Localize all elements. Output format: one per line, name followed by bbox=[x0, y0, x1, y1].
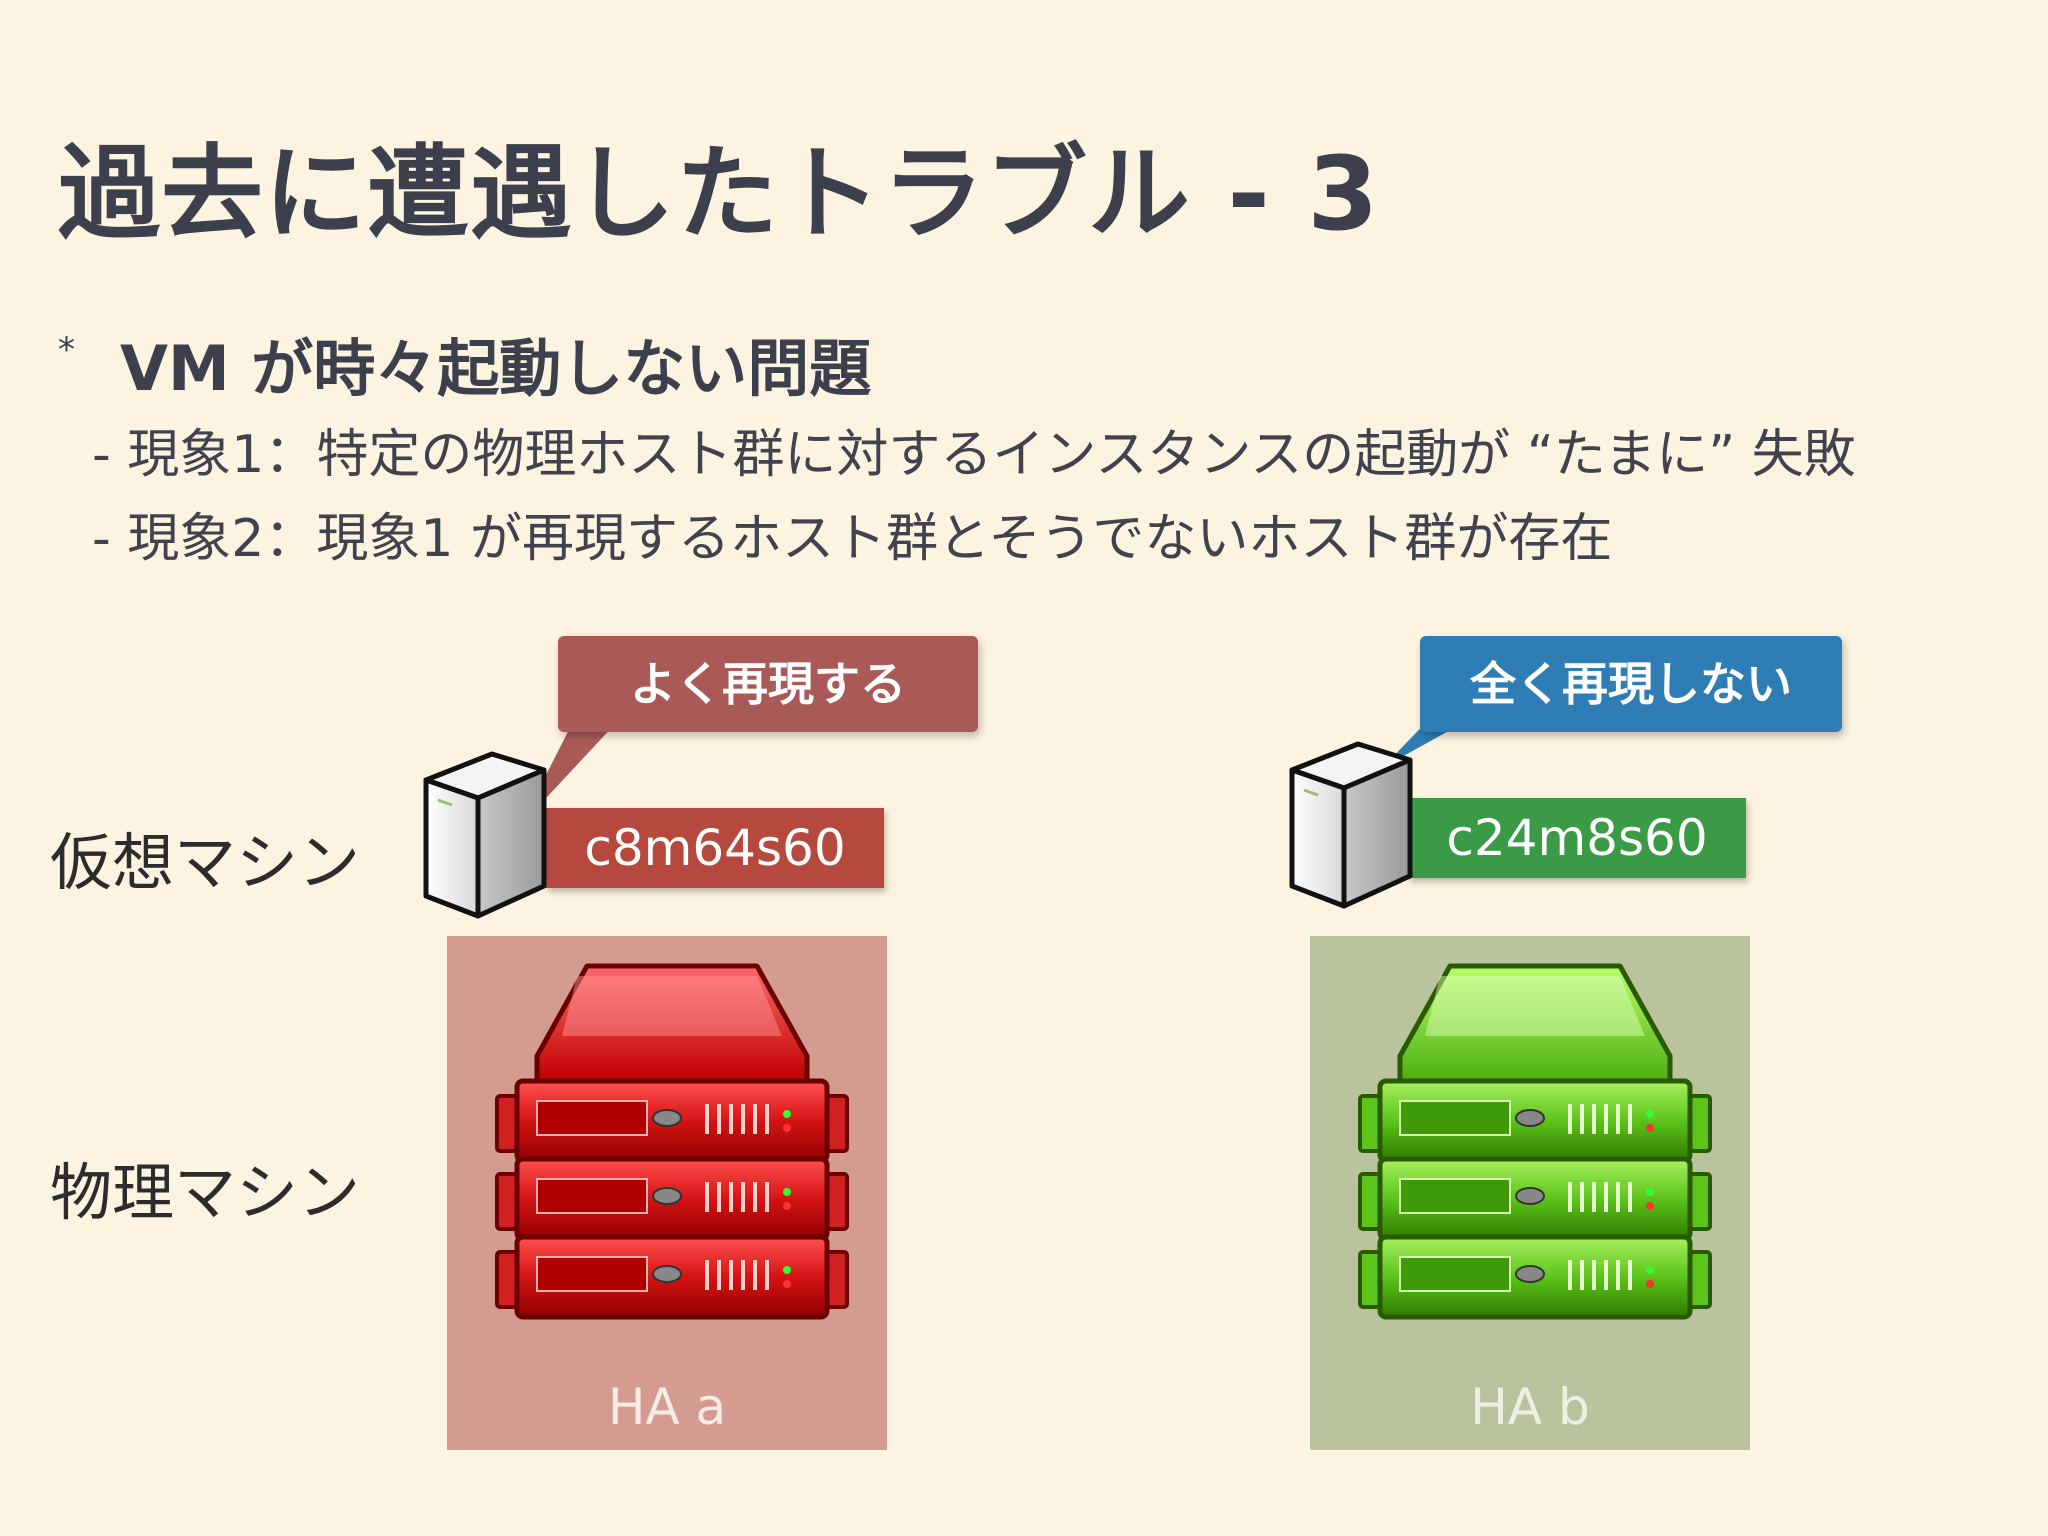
physical-machine-label: 物理マシン bbox=[50, 1142, 360, 1232]
vm-type-tag-b: c24m8s60 bbox=[1408, 798, 1746, 878]
vm-box-icon bbox=[422, 750, 552, 920]
server-rack-icon bbox=[1330, 956, 1730, 1356]
host-group-label-a: HA a bbox=[447, 1378, 887, 1436]
slide-title: 過去に遭遇したトラブル - 3 bbox=[58, 112, 1379, 259]
virtual-machine-label: 仮想マシン bbox=[50, 812, 360, 902]
callout-a: よく再現する bbox=[558, 636, 978, 732]
sub-bullet-1: - 現象1：特定の物理ホスト群に対するインスタンスの起動が “たまに” 失敗 bbox=[92, 412, 1856, 487]
vm-type-tag-a: c8m64s60 bbox=[546, 808, 884, 888]
sub-bullet-2: - 現象2：現象1 が再現するホスト群とそうでないホスト群が存在 bbox=[92, 496, 1612, 571]
host-panel-b: HA b bbox=[1310, 936, 1750, 1450]
bullet-marker: * bbox=[58, 330, 75, 370]
host-panel-a: HA a bbox=[447, 936, 887, 1450]
bullet-heading: VM が時々起動しない問題 bbox=[120, 318, 871, 408]
vm-box-icon bbox=[1288, 740, 1418, 910]
callout-b: 全く再現しない bbox=[1420, 636, 1842, 732]
server-rack-icon bbox=[467, 956, 867, 1356]
host-group-label-b: HA b bbox=[1310, 1378, 1750, 1436]
